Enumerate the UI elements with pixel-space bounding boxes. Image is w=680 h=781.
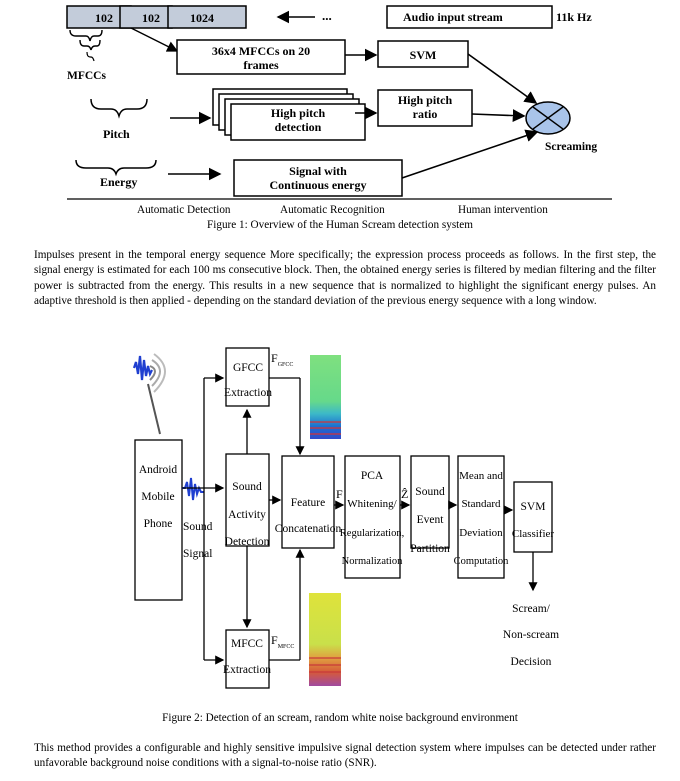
continuous-energy-box (233, 159, 403, 197)
continuous-energy-line2: Continuous energy (269, 178, 366, 192)
svm-to-combiner-arrow (467, 53, 538, 104)
sound-activity-box (225, 453, 270, 547)
f-gfcc-label: FGFCC (271, 351, 293, 368)
high-pitch-ratio-line2: ratio (413, 107, 438, 121)
mfcc-frames-box (176, 39, 346, 75)
gfcc-spectrogram (310, 355, 341, 439)
signal-waveform-icon (182, 477, 204, 501)
ratio-to-combiner-arrow (471, 109, 526, 122)
waveform-icon (132, 353, 166, 435)
mfcc-brace-3 (86, 51, 95, 62)
feature-concat-box (281, 455, 335, 549)
high-pitch-detection-box (230, 103, 366, 141)
mfcc-brace (69, 29, 103, 42)
sad-line3: Detection (225, 536, 270, 548)
gfcc-extraction-box (225, 347, 270, 407)
mfcc-spectrogram (309, 593, 341, 686)
f-mfcc-label: FMFCC (271, 633, 294, 650)
mean-line1: Mean and (459, 470, 503, 482)
partition-line3: Partition (410, 543, 450, 555)
buffer-label-2: 102 (142, 11, 160, 25)
mfcc-frames-line2: frames (243, 58, 279, 72)
energy-label: Energy (100, 175, 137, 189)
mean-line2: Standard (461, 498, 501, 510)
android-line1: Android (139, 464, 178, 476)
decision-line3: Decision (511, 656, 552, 668)
energy-brace (75, 159, 157, 177)
android-line2: Mobile (141, 491, 174, 503)
gfcc-line1: GFCC (233, 362, 263, 374)
svm-label: SVM (410, 48, 437, 62)
svm-line1: SVM (521, 501, 546, 513)
stage-detection: Automatic Detection (137, 204, 231, 216)
concat-line1: Feature (291, 497, 325, 509)
figure-2-caption: Figure 2: Detection of an scream, random… (162, 712, 518, 724)
sound-signal-line2: Signal (183, 548, 212, 560)
mfcc-line1: MFCC (231, 638, 263, 650)
stage-human: Human intervention (458, 204, 548, 216)
gfcc-spectrogram-bands (310, 421, 341, 435)
partition-line1: Sound (415, 486, 445, 498)
buffer-box-3 (167, 5, 247, 29)
mfcc-brace-2 (79, 39, 101, 51)
svm-classifier-box (513, 481, 553, 553)
gfcc-line2: Extraction (224, 387, 272, 399)
sad-line2: Activity (228, 509, 266, 521)
f-label: F (336, 487, 343, 501)
buffer-to-mfcc-line (130, 27, 179, 52)
pitch-brace (90, 98, 148, 119)
pca-line3: Regularization, (340, 528, 404, 539)
android-phone-box (134, 439, 183, 601)
stage-recognition: Automatic Recognition (280, 204, 385, 216)
figure-1-diagram: 102 102 1024 ... Audio input stream 11k … (66, 5, 612, 216)
continuous-energy-line1: Signal with (289, 164, 347, 178)
mean-line3: Deviation (459, 527, 503, 539)
svm-line2: Classifier (512, 528, 554, 540)
high-pitch-detection-line2: detection (275, 120, 322, 134)
buffer-label-1: 102 (95, 11, 113, 25)
body-paragraph-1: Impulses present in the temporal energy … (34, 249, 656, 308)
audio-stream-label: Audio input stream (403, 10, 503, 24)
mfccs-label: MFCCs (67, 70, 106, 82)
mfcc-frames-line1: 36x4 MFCCs on 20 (212, 44, 310, 58)
pca-line2: Whitening/ (347, 498, 397, 510)
energy-to-combiner-arrow (401, 129, 539, 179)
pca-line4: Normalization (342, 556, 403, 567)
event-partition-box (410, 455, 450, 549)
mfcc-line2: Extraction (223, 664, 271, 676)
body-paragraph-2: This method provides a configurable and … (34, 742, 656, 770)
high-pitch-ratio-line1: High pitch (398, 93, 453, 107)
sample-rate: 11k Hz (556, 10, 592, 24)
mean-std-box (457, 455, 505, 579)
high-pitch-ratio-box (377, 89, 473, 127)
concat-line2: Concatenation (275, 523, 342, 535)
z-label: Ẑ (401, 487, 408, 501)
ellipsis: ... (322, 8, 332, 23)
pca-line1: PCA (361, 470, 384, 482)
high-pitch-detection-line1: High pitch (271, 106, 326, 120)
audio-stream-box (386, 5, 553, 29)
android-line3: Phone (144, 518, 173, 530)
combiner-cross-b (532, 106, 564, 130)
buffer-label-3: 1024 (190, 11, 214, 25)
pca-box (344, 455, 401, 579)
figure-2-diagram: Android Mobile Phone Sound Signal GFCC E… (132, 347, 559, 689)
sad-line1: Sound (232, 481, 262, 493)
pitch-label: Pitch (103, 127, 130, 141)
partition-line2: Event (417, 514, 445, 526)
mean-line4: Computation (454, 556, 510, 567)
screaming-label: Screaming (545, 141, 597, 153)
sound-signal-line1: Sound (183, 521, 213, 533)
decision-line1: Scream/ (512, 603, 550, 615)
figure-1-caption: Figure 1: Overview of the Human Scream d… (207, 219, 473, 231)
mfcc-spectrogram-bands (309, 657, 341, 673)
mfcc-extraction-box (225, 629, 270, 689)
decision-line2: Non-scream (503, 629, 559, 641)
